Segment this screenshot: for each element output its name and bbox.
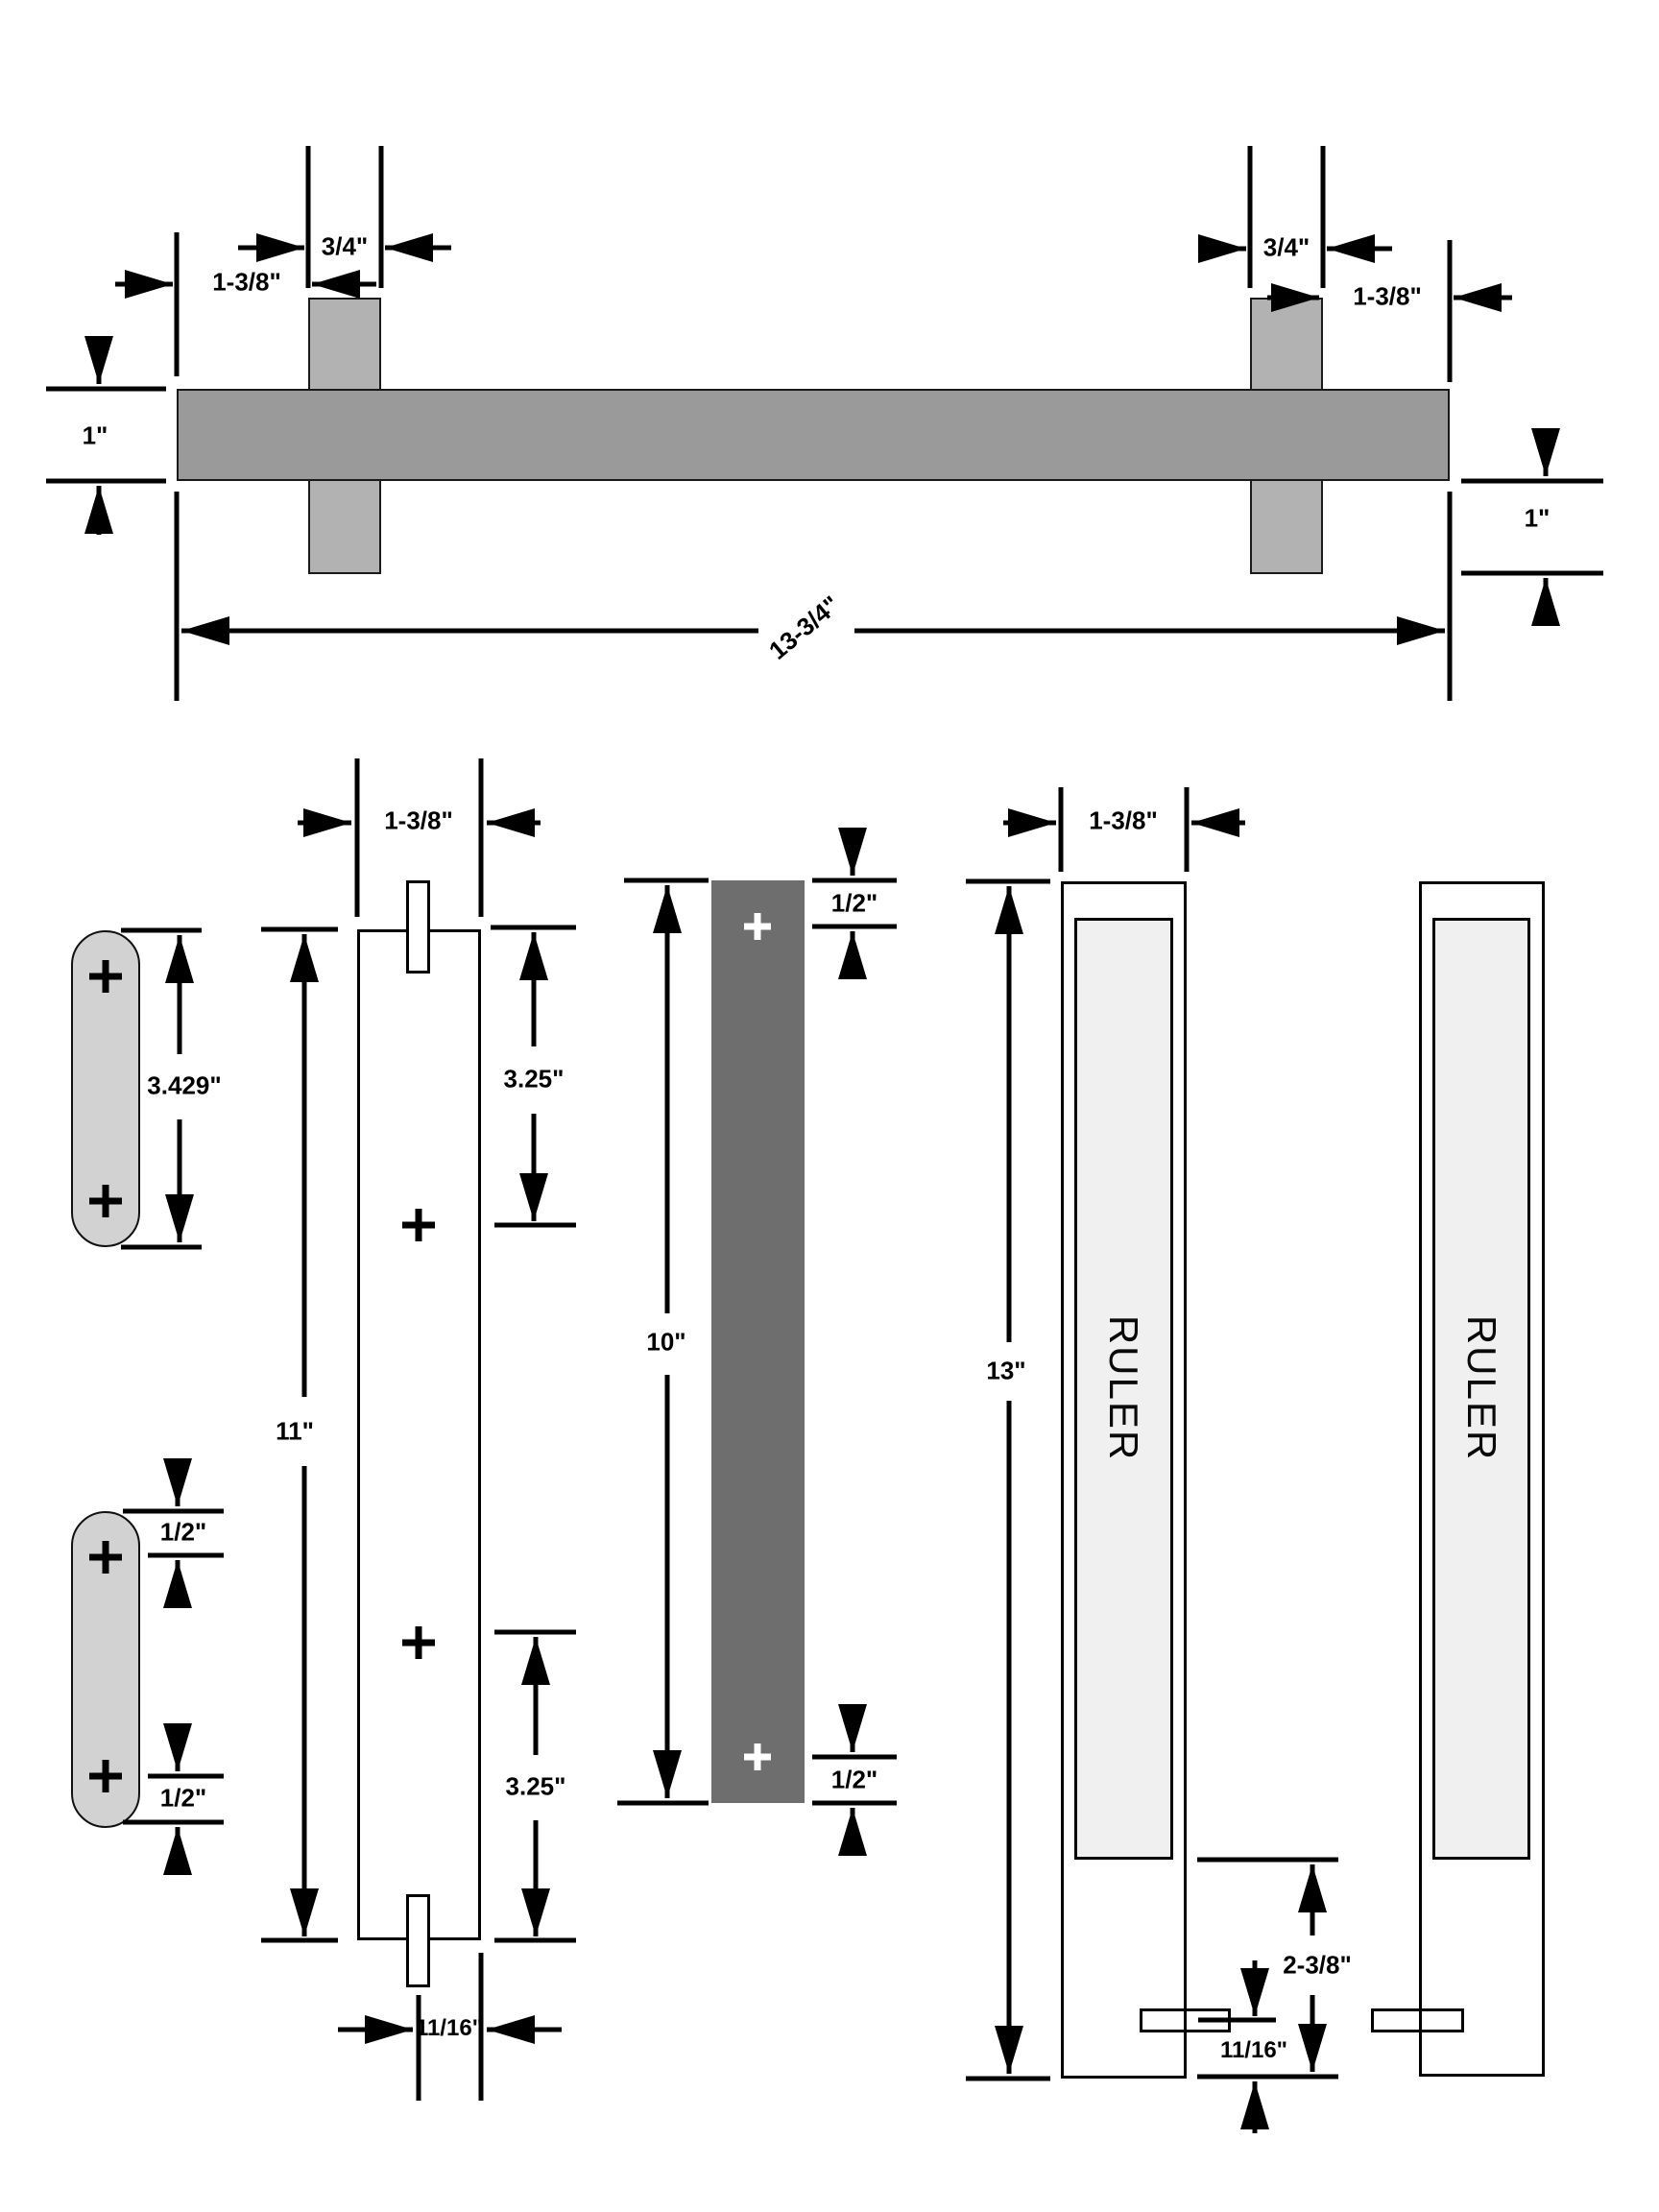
dim-body-width xyxy=(298,758,541,917)
dimension-line xyxy=(744,1743,771,1770)
dim-peg-inset-left xyxy=(115,232,376,376)
dim-insert-hole-top xyxy=(812,828,897,979)
dim-ruler-width xyxy=(1003,787,1245,872)
dim-label-body-notch-offset: 11/16" xyxy=(415,2015,484,2041)
dim-bar-length xyxy=(174,492,1453,701)
dim-ruler-length xyxy=(966,878,1050,2081)
body-blank xyxy=(357,929,481,1940)
body-slot-top xyxy=(406,880,430,974)
dimension-line xyxy=(89,1760,122,1792)
dim-slot-template-hole-top xyxy=(123,1458,224,1608)
dim-peg-width-right xyxy=(1198,146,1392,288)
crosshair-markers xyxy=(89,913,771,1792)
insert-bar xyxy=(711,880,805,1803)
dim-insert-hole-bottom xyxy=(812,1704,897,1856)
dim-peg-inset-right xyxy=(1267,240,1512,382)
dim-ruler-notch-to-end xyxy=(1198,1960,1276,2133)
dimension-line xyxy=(89,1541,122,1574)
top-view-bar xyxy=(177,389,1450,481)
dim-slot-template-hole-bottom xyxy=(123,1723,224,1875)
dim-label-body-hole-bottom: 3.25" xyxy=(505,1771,566,1801)
dim-peg-width-left xyxy=(238,146,451,288)
dim-insert-length xyxy=(617,878,709,1806)
ruler-right-slot xyxy=(1371,2008,1464,2032)
dim-body-hole-bottom xyxy=(494,1629,576,1943)
dim-bar-thickness xyxy=(46,336,166,535)
dim-body-length xyxy=(261,926,338,1943)
dim-label-ruler-length: 13" xyxy=(986,1356,1026,1385)
ruler-left-window xyxy=(1074,918,1173,1860)
dim-label-slot-template-length: 3.429" xyxy=(147,1070,222,1100)
dimension-line xyxy=(89,1185,122,1217)
dimension-line xyxy=(89,960,122,993)
dim-label-body-length: 11" xyxy=(276,1416,314,1446)
dim-body-hole-top xyxy=(491,925,576,1228)
dim-label-peg-inset-left: 1-3/8" xyxy=(212,267,281,297)
dim-peg-protrusion xyxy=(1461,428,1603,626)
dimension-line xyxy=(402,1626,435,1659)
ruler-right-window xyxy=(1432,918,1530,1860)
dim-label-body-width: 1-3/8" xyxy=(384,805,453,835)
dim-label-slot-hole-top: 1/2" xyxy=(159,1517,207,1547)
dimension-line xyxy=(402,1209,435,1241)
dim-label-insert-hole-bottom: 1/2" xyxy=(830,1765,878,1794)
dim-label-insert-length: 10" xyxy=(646,1327,686,1357)
body-slot-bottom xyxy=(406,1894,430,1987)
dim-label-peg-protrusion: 1" xyxy=(1524,503,1551,533)
dim-label-ruler-window-to-end: 2-3/8" xyxy=(1283,1950,1352,1980)
dim-label-bar-thickness: 1" xyxy=(82,421,108,450)
dim-label-insert-hole-top: 1/2" xyxy=(830,888,878,918)
dim-ruler-window-to-end xyxy=(1197,1857,1338,2080)
dimension-line xyxy=(744,913,771,940)
dim-label-peg-width-left: 3/4" xyxy=(321,231,369,261)
dim-body-notch-offset xyxy=(338,1953,562,2101)
dim-label-body-hole-top: 3.25" xyxy=(503,1064,565,1094)
dim-label-ruler-width: 1-3/8" xyxy=(1089,805,1158,835)
dim-label-peg-width-right: 3/4" xyxy=(1262,232,1310,262)
dim-slot-template-length xyxy=(121,927,202,1250)
dim-label-peg-inset-right: 1-3/8" xyxy=(1353,281,1422,311)
dim-label-ruler-notch-to-end: 11/16" xyxy=(1219,2037,1288,2063)
dim-label-slot-hole-bottom: 1/2" xyxy=(159,1783,207,1813)
